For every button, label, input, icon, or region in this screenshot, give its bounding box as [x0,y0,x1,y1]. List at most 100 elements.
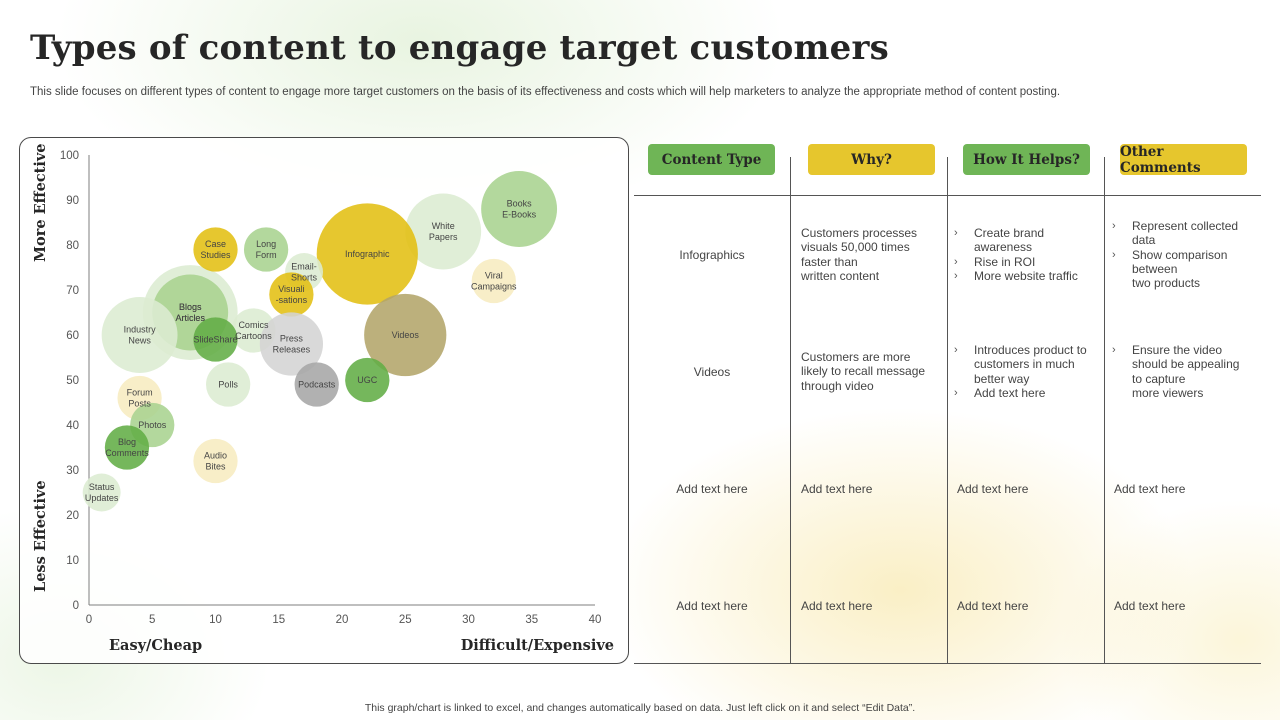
page-subtitle: This slide focuses on different types of… [30,86,1061,98]
x-tick-label: 25 [399,614,412,626]
row-3-helps: Add text here [957,482,1029,496]
bubble-label: Infographic [345,249,390,259]
bubble [193,227,238,272]
bullet-icon: › [954,386,958,399]
row-3-content-type: Add text here [676,482,748,496]
bullet-icon: › [954,344,958,356]
bullet-icon: › [954,227,958,239]
bullet-icon: › [1112,220,1116,232]
y-tick-label: 0 [73,600,79,612]
x-tick-label: 35 [525,614,538,626]
column-divider [1104,157,1105,664]
column-divider [947,157,948,664]
bubble [206,362,251,407]
y-tick-label: 10 [66,555,79,567]
list-item: ›Create brand awareness [954,226,1045,255]
header-content-type: Content Type [648,144,775,175]
y-tick-label: 20 [66,510,79,522]
x-tick-label: 20 [336,614,349,626]
column-divider [790,157,791,664]
list-item: ›More website traffic [954,268,1078,283]
y-tick-label: 100 [60,150,79,162]
y-tick-label: 90 [66,195,79,207]
y-tick-label: 70 [66,285,79,297]
bubble [104,425,150,470]
list-item: ›Add text here [954,385,1046,400]
bubble-label: UGC [357,375,378,385]
bubble [471,258,516,304]
bullet-icon: › [954,269,958,282]
y-tick-label: 50 [66,375,79,387]
bubble [82,473,121,512]
y-tick-label: 80 [66,240,79,252]
row-2-comments: ›Ensure the video should be appealing to… [1112,343,1250,400]
row-4-comments: Add text here [1114,599,1186,613]
x-tick-label: 30 [462,614,475,626]
bubble [481,171,558,247]
bubble [101,297,178,373]
y-tick-label: 40 [66,420,79,432]
bubble [193,438,238,484]
footer-note: This graph/chart is linked to excel, and… [364,702,916,714]
bubble [294,362,339,407]
row-4-content-type: Add text here [676,599,748,613]
axis-word-more-effective: More Effective [32,143,49,263]
x-tick-label: 15 [272,614,285,626]
bubble-label: Polls [218,380,238,390]
x-tick-label: 0 [86,614,92,626]
row-1-why: Customers processes visuals 50,000 times… [801,226,918,283]
list-item: ›Introduces product to customers in much… [954,343,1087,386]
list-item: ›Represent collected data [1112,219,1239,248]
bubble-label: Email-Shorts [291,262,318,283]
row-2-helps: ›Introduces product to customers in much… [954,343,1096,400]
axis-word-less-effective: Less Effective [32,480,49,592]
bubble-label: Podcasts [298,380,336,390]
bubble [269,272,314,317]
x-tick-label: 5 [149,614,155,626]
y-tick-label: 30 [66,465,79,477]
header-why: Why? [808,144,935,175]
bubble-chart[interactable]: 0 5 10 15 20 25 30 35 40 0 10 20 30 40 50 60 70 80 90 100Bo… [20,138,628,663]
row-2-why: Customers are more likely to recall mess… [801,350,926,393]
row-3-comments: Add text here [1114,482,1186,496]
row-1-content-type: Infographics [679,248,745,262]
x-tick-label: 10 [209,614,222,626]
bullet-icon: › [1112,248,1116,261]
bubble [243,227,289,272]
bubble [316,203,418,305]
content-table: Content Type Why? How It Helps? Other Co… [634,140,1261,665]
page-title: Types of content to engage target custom… [30,28,889,68]
bubble [193,317,238,362]
bubble-label: Videos [392,330,420,340]
bubble [259,312,324,376]
bullet-icon: › [954,255,958,268]
bubble-label: Photos [138,420,167,430]
list-item: ›Ensure the video should be appealing to… [1112,343,1240,400]
bubble [345,357,390,403]
axis-word-difficult-expensive: Difficult/Expensive [460,637,614,654]
axis-word-easy-cheap: Easy/Cheap [109,637,203,654]
bubble [405,193,482,270]
row-1-helps: ›Create brand awareness ›Rise in ROI ›Mo… [954,226,1096,283]
x-tick-label: 40 [589,614,602,626]
row-4-why: Add text here [801,599,873,613]
row-4-helps: Add text here [957,599,1029,613]
list-item: ›Rise in ROI [954,254,1036,269]
header-how-it-helps: How It Helps? [963,144,1090,175]
bubble-label: SlideShare [193,335,237,345]
y-tick-label: 60 [66,330,79,342]
